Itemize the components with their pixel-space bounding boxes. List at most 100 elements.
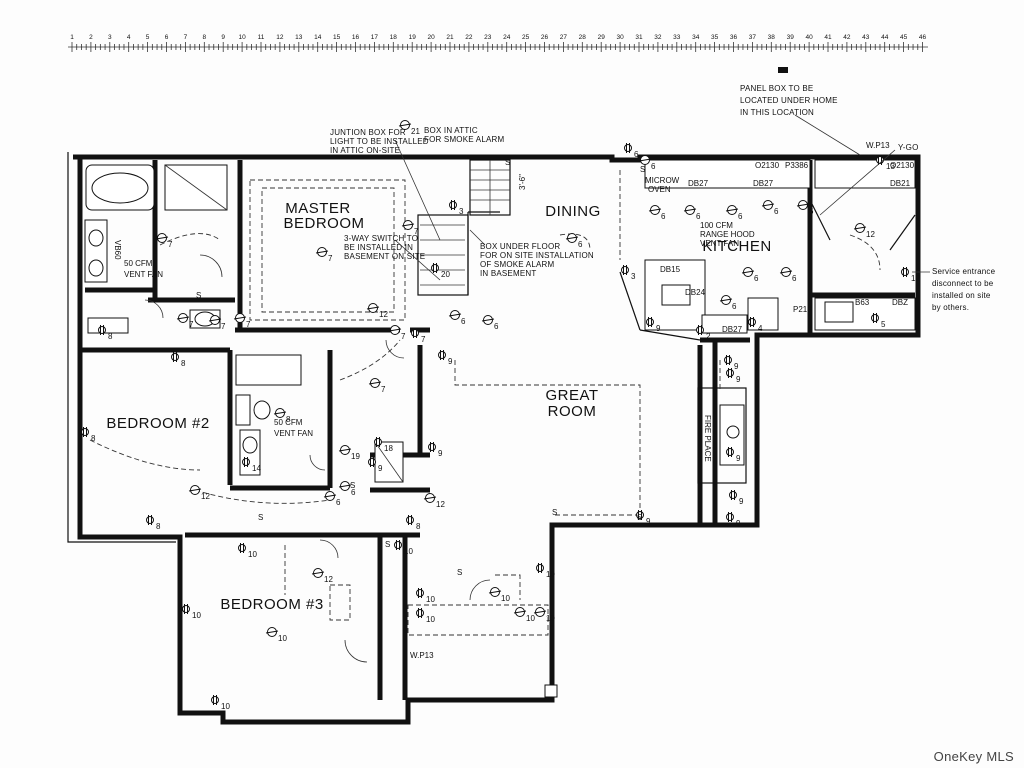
circuit-number-label: 9 (736, 519, 741, 528)
outlet-icon: 10 (182, 604, 201, 620)
circuit-number-label: 9 (736, 454, 741, 463)
ruler-tick-label: 16 (352, 34, 360, 41)
light-fixture-icon: 7 (368, 378, 386, 394)
note-service-line2: disconnect to be (932, 279, 994, 288)
ruler-tick-label: 19 (409, 34, 417, 41)
note-3way-line2: BE INSTALLED IN (344, 243, 413, 252)
circuit-number-label: 6 (634, 150, 639, 159)
circuit-number-label: 6 (792, 274, 797, 283)
circuit-number-label: 8 (286, 415, 291, 424)
ruler-tick-label: 2 (89, 34, 93, 41)
outlet-icon: 7 (411, 328, 426, 344)
circuit-number-label: 9 (739, 497, 744, 506)
light-fixture-icon: 6 (796, 200, 814, 216)
outlet-icon: 6 (624, 143, 639, 159)
outlet-icon: 9 (726, 512, 741, 528)
circuit-number-label: 20 (441, 270, 450, 279)
outlet-icon: 9 (368, 457, 383, 473)
circuit-number-label: 6 (651, 162, 656, 171)
ruler-tick-label: 22 (465, 34, 473, 41)
ruler-tick-label: 15 (333, 34, 341, 41)
stairs (417, 159, 511, 296)
outlet-icon: 5 (871, 313, 886, 329)
ruler-tick-label: 10 (238, 34, 246, 41)
note-service-line3: installed on site (932, 291, 991, 300)
ruler-tick-label: 32 (654, 34, 662, 41)
circuit-number-label: 14 (252, 464, 261, 473)
ruler-tick-label: 18 (390, 34, 398, 41)
ruler-tick-label: 41 (824, 34, 832, 41)
ruler-tick-label: 5 (146, 34, 150, 41)
light-fixture-icon: 12 (853, 223, 875, 239)
note-service-line1: Service entrance (932, 267, 996, 276)
circuit-number-label: 12 (866, 230, 875, 239)
circuit-number-label: 12 (379, 310, 388, 319)
label-db15: DB15 (660, 265, 681, 274)
switch-icon: S (350, 481, 355, 490)
circuit-number-label: 12 (911, 274, 920, 283)
circuit-number-label: 4 (758, 324, 763, 333)
room-label-kitchen: KITCHEN (702, 238, 771, 255)
circuit-number-label: 10 (546, 614, 555, 623)
outlet-icon: 12 (901, 267, 920, 283)
circuit-number-label: 8 (156, 522, 161, 531)
ruler-tick-label: 29 (598, 34, 606, 41)
circuit-number-label: 10 (501, 594, 510, 603)
ruler-tick-label: 8 (202, 34, 206, 41)
circuit-number-label: 10 (426, 595, 435, 604)
note-fireplace: FIRE PLACE (703, 415, 712, 462)
circuit-number-label: 12 (436, 500, 445, 509)
light-fixture-icon: 6 (683, 205, 701, 221)
outlet-icon: 8 (146, 515, 161, 531)
master-ceiling-inner-outline (261, 187, 395, 313)
light-fixture-icon: 7 (401, 220, 419, 236)
light-fixture-icon: 7 (176, 313, 194, 329)
light-fixture-icon: 21 (398, 120, 420, 136)
circuit-number-label: 7 (401, 332, 406, 341)
circuit-number-label: 6 (774, 207, 779, 216)
door-swings (144, 254, 491, 663)
ruler-tick-label: 20 (427, 34, 435, 41)
outlet-icon: 9 (428, 442, 443, 458)
outlet-icon: 9 (724, 355, 739, 371)
room-label-master-line2: BEDROOM (283, 215, 364, 232)
note-wp13-bottom: W.P13 (410, 651, 434, 660)
switch-icon: S (385, 540, 390, 549)
outlet-icon: 3 (621, 265, 636, 281)
ruler-tick-label: 45 (900, 34, 908, 41)
ruler-tick-label: 13 (295, 34, 303, 41)
wiring-circuits (89, 170, 881, 600)
outlet-icon: 9 (438, 350, 453, 366)
ruler-tick-label: 36 (730, 34, 738, 41)
note-attic-line1: BOX IN ATTIC (424, 126, 478, 135)
outlet-icon: 8 (81, 427, 96, 443)
circuit-number-label: 13 (886, 162, 895, 171)
note-junction-line1: JUNTION BOX FOR (330, 128, 406, 137)
label-db24: DB24 (685, 288, 706, 297)
note-underfloor-line1: BOX UNDER FLOOR (480, 242, 560, 251)
outlet-icon: 10 (394, 540, 413, 556)
circuit-number-label: 6 (336, 498, 341, 507)
note-junction-line3: IN ATTIC ON-SITE (330, 146, 400, 155)
light-fixture-icon: 7 (208, 315, 226, 331)
circuit-number-label: 18 (384, 444, 393, 453)
outlet-icon: 10 (238, 543, 257, 559)
master-ceiling-outline (249, 179, 406, 321)
circuit-number-label: 7 (246, 320, 251, 329)
outlet-icon: 4 (748, 317, 763, 333)
ruler-tick-label: 3 (108, 34, 112, 41)
circuit-number-label: 6 (738, 212, 743, 221)
light-fixture-icon: 6 (741, 267, 759, 283)
light-fixture-icon: 6 (648, 205, 666, 221)
note-vent-fan-2-line2: VENT FAN (274, 429, 313, 438)
note-wp13-top: W.P13 (866, 141, 890, 150)
outlet-icon: 9 (726, 447, 741, 463)
circuit-number-label: 9 (438, 449, 443, 458)
light-fixture-icon: 10 (488, 587, 510, 603)
label-db27b: DB27 (753, 179, 774, 188)
panel-location-marker (778, 67, 788, 73)
